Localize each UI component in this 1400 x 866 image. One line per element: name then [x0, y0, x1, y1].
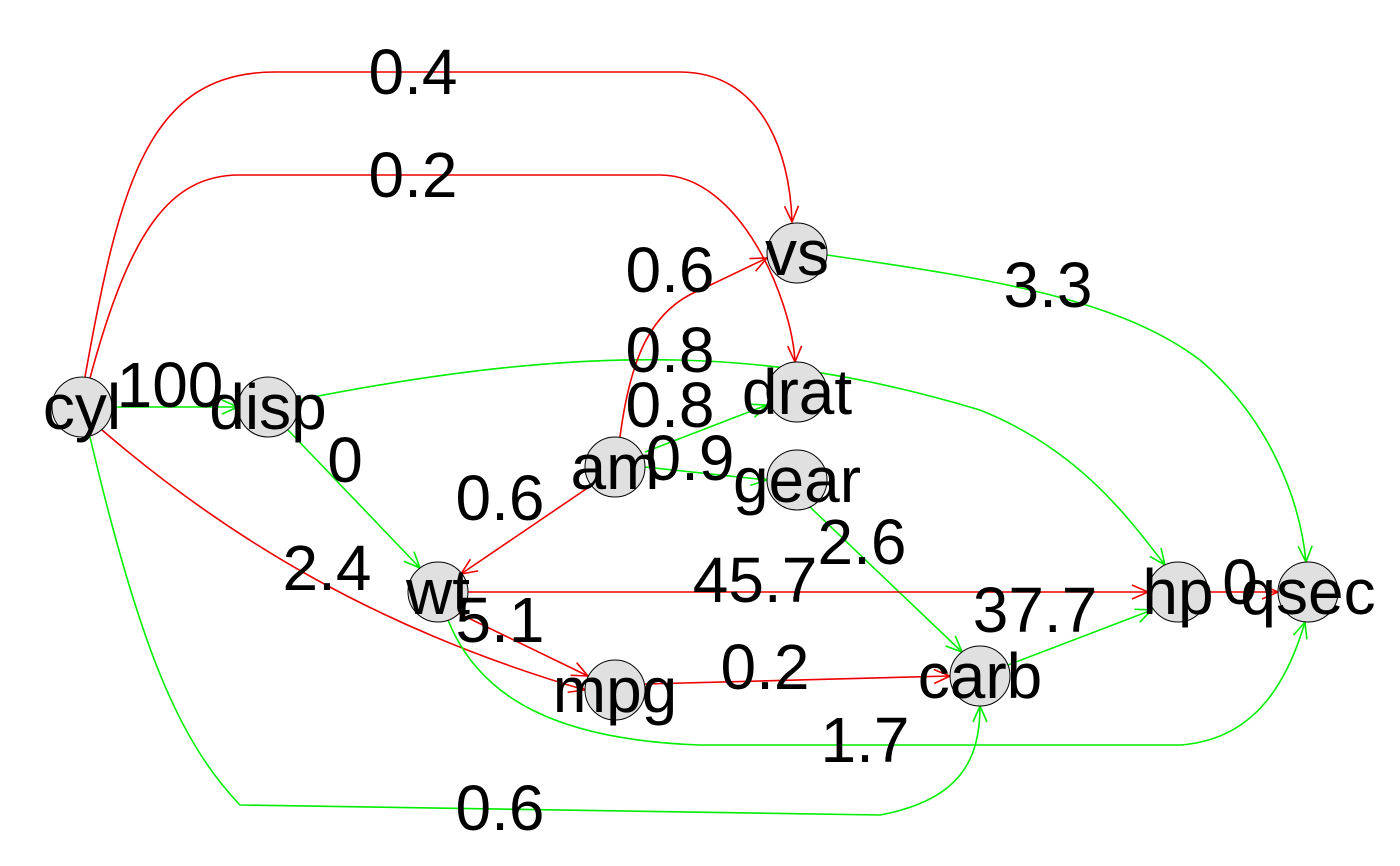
edge-label-disp-wt: 0 — [327, 424, 363, 496]
edge-label-wt-hp: 45.7 — [693, 544, 818, 616]
edges-layer — [84, 71, 1313, 816]
arrowhead — [749, 403, 769, 418]
node-label-drat: drat — [742, 356, 853, 428]
node-disp: disp — [209, 371, 326, 443]
edge-cyl-vs — [84, 71, 800, 378]
node-am: am — [571, 431, 660, 503]
edge-line — [89, 436, 981, 816]
edge-label-disp-hp: 0.8 — [626, 314, 715, 386]
edge-line — [619, 257, 768, 438]
edge-labels-layer: 0.40.21002.40.600.80.60.80.90.63.32.645.… — [117, 36, 1258, 844]
edge-am-drat — [644, 403, 769, 453]
edge-label-carb-hp: 37.7 — [973, 574, 1098, 646]
edge-label-cyl-vs: 0.4 — [369, 36, 458, 108]
edge-label-gear-carb: 2.6 — [818, 506, 907, 578]
node-circle — [949, 645, 1011, 707]
node-label-mpg: mpg — [553, 654, 678, 726]
node-circle — [407, 561, 469, 623]
node-gear: gear — [733, 444, 861, 516]
edge-line — [644, 404, 768, 453]
edge-label-cyl-mpg: 2.4 — [283, 532, 372, 604]
node-cyl: cyl — [43, 371, 121, 443]
node-label-cyl: cyl — [43, 371, 121, 443]
edge-line — [809, 506, 963, 653]
edge-label-hp-qsec: 0 — [1222, 546, 1258, 618]
node-label-wt: wt — [405, 556, 470, 628]
node-circle — [237, 376, 299, 438]
edge-label-am-gear: 0.9 — [646, 422, 735, 494]
node-label-gear: gear — [733, 444, 861, 516]
edge-label-wt-qsec: 1.7 — [821, 704, 910, 776]
edge-label-cyl-carb: 0.6 — [456, 772, 545, 844]
edge-line — [89, 174, 796, 379]
edge-label-mpg-carb: 0.2 — [721, 631, 810, 703]
node-label-disp: disp — [209, 371, 326, 443]
node-circle — [584, 436, 646, 498]
node-label-hp: hp — [1142, 556, 1213, 628]
node-label-qsec: qsec — [1240, 556, 1375, 628]
node-circle — [51, 376, 113, 438]
edge-line — [1007, 609, 1153, 666]
arrowhead — [783, 205, 800, 224]
edge-line — [460, 484, 593, 575]
node-wt: wt — [405, 556, 470, 628]
node-circle — [1277, 561, 1339, 623]
node-label-vs: vs — [765, 217, 829, 289]
edge-label-cyl-drat: 0.2 — [369, 139, 458, 211]
edge-line — [826, 254, 1307, 563]
edge-carb-hp — [1007, 608, 1154, 666]
edge-label-wt-mpg: 5.1 — [456, 584, 545, 656]
node-carb: carb — [918, 640, 1043, 712]
node-mpg: mpg — [553, 654, 678, 726]
node-circle — [766, 449, 828, 511]
node-drat: drat — [742, 356, 853, 428]
edge-label-cyl-disp: 100 — [117, 349, 224, 421]
edge-line — [101, 429, 586, 691]
node-circle — [766, 361, 828, 423]
edge-line — [287, 429, 421, 569]
edge-label-am-wt: 0.6 — [456, 462, 545, 534]
edge-line — [457, 612, 589, 677]
edge-line — [644, 466, 768, 481]
node-qsec: qsec — [1240, 556, 1375, 628]
edge-line — [84, 71, 793, 378]
edge-label-am-vs: 0.6 — [626, 234, 715, 306]
edge-label-am-drat: 0.8 — [626, 369, 715, 441]
node-circle — [1147, 561, 1209, 623]
node-label-am: am — [571, 431, 660, 503]
arrowhead — [1134, 608, 1154, 623]
node-circle — [766, 222, 828, 284]
edge-line — [644, 675, 951, 685]
node-hp: hp — [1142, 556, 1213, 628]
node-label-carb: carb — [918, 640, 1043, 712]
node-vs: vs — [765, 217, 829, 289]
edge-line — [447, 619, 1306, 746]
edge-line — [297, 358, 1166, 566]
node-circle — [584, 659, 646, 721]
edge-label-vs-qsec: 3.3 — [1004, 249, 1093, 321]
